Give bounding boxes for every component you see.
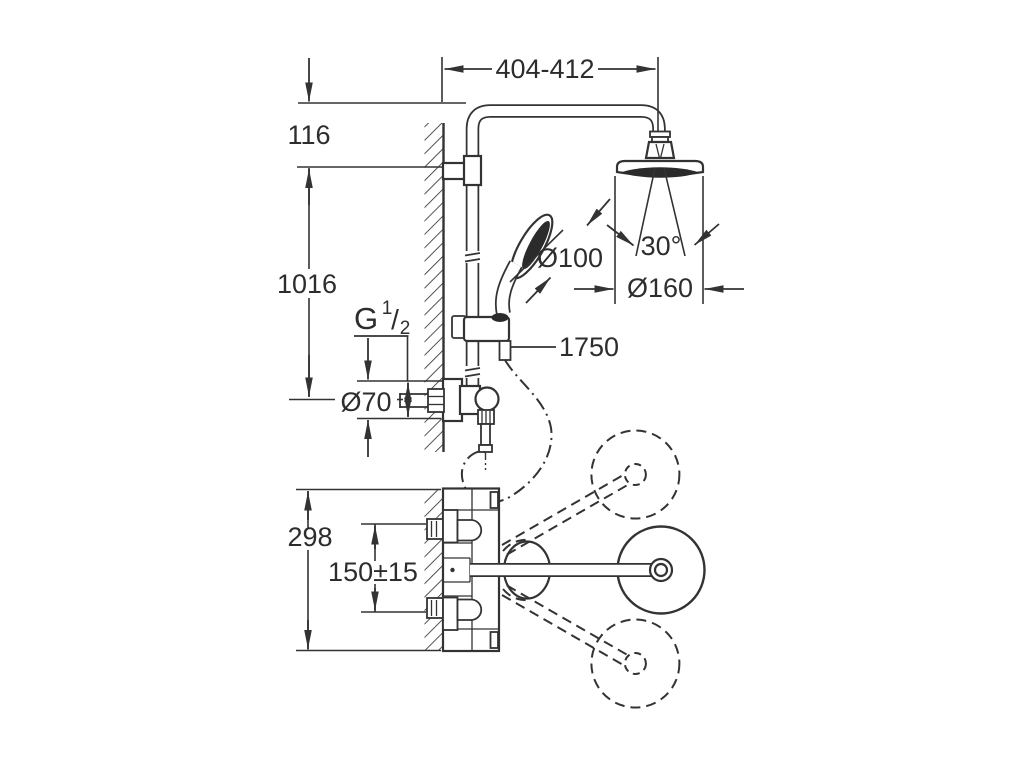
wall-hatching-front <box>424 123 443 452</box>
arm-union-nut <box>649 130 671 143</box>
body-notch-top <box>489 491 499 509</box>
union-hex-bottom <box>456 598 483 621</box>
thread-base-label: G <box>354 301 378 336</box>
dim-arm-reach-label: 404-412 <box>495 54 594 84</box>
hose-outlet-tip <box>478 444 493 453</box>
face-diameter-line <box>509 229 564 283</box>
flange-plate-top <box>442 509 459 544</box>
dim-body-height-label: 298 <box>287 522 332 552</box>
inwall-fitting-top <box>426 518 444 540</box>
pipe-break-lower <box>464 366 481 378</box>
hand-shower-face-plate <box>522 220 550 270</box>
control-knob <box>474 386 500 412</box>
swivel-position-down <box>501 584 681 709</box>
thread-sub-label: 2 <box>400 318 411 339</box>
dim-head-diameter-label: Ø160 <box>627 273 693 303</box>
mixer-valve-front <box>399 384 500 470</box>
hose-outlet-nipple <box>480 423 491 446</box>
swivel-position-up <box>501 429 681 556</box>
pipe-break-upper <box>464 251 481 263</box>
thread-sup-label: 1 <box>382 298 393 319</box>
thread-slash: / <box>391 304 399 335</box>
holder-body <box>462 315 511 343</box>
union-hex-top <box>456 519 483 542</box>
angle-arrow-left <box>606 224 635 247</box>
body-notch-bottom <box>489 631 499 649</box>
cone-inner-line-right <box>659 143 665 159</box>
dimensions: 404-412 116 1016 G 1 / 2 Ø70 Ø100 <box>277 54 744 652</box>
thread-size-callout: G 1 / 2 <box>354 298 410 381</box>
spray-cone-left <box>635 167 656 257</box>
inwall-fitting-bottom <box>426 597 444 619</box>
supply-union-nut <box>427 388 445 413</box>
head-shower <box>615 130 705 257</box>
supply-connection-bottom-plan <box>426 596 483 631</box>
front-view <box>399 104 705 504</box>
dim-head-offset-label: 116 <box>287 120 330 150</box>
head-connector-cone <box>644 140 676 160</box>
dim-arrow-hand-shower-top <box>586 198 611 227</box>
wall-bracket-stub <box>441 161 468 181</box>
hose-nipple <box>498 340 512 361</box>
spray-face <box>621 167 699 178</box>
cone-inner-line-left <box>655 143 661 159</box>
slider-holder <box>451 313 512 361</box>
wall-hatching-plan <box>424 489 443 651</box>
holder-cup <box>491 313 509 322</box>
supply-connection-top-plan <box>426 509 483 544</box>
flange-plate-bottom <box>442 596 459 631</box>
dim-escutcheon-label: Ø70 <box>340 387 391 417</box>
dim-riser-height-label: 1016 <box>277 269 337 299</box>
spray-angle-label: 30° <box>641 231 682 261</box>
spray-cone-right <box>663 167 686 257</box>
outlet-center-dot <box>450 567 455 573</box>
plan-view <box>424 429 706 709</box>
dim-hand-shower-label: Ø100 <box>537 243 603 273</box>
angle-arrow-right <box>693 223 720 246</box>
dim-inlet-spacing-label: 150±15 <box>328 557 418 587</box>
dim-arrow-hand-shower-bottom <box>525 276 552 304</box>
hose-length-label: 1750 <box>559 332 619 362</box>
wall-bracket-collar <box>462 154 483 187</box>
arm-hub-inner <box>653 562 669 578</box>
